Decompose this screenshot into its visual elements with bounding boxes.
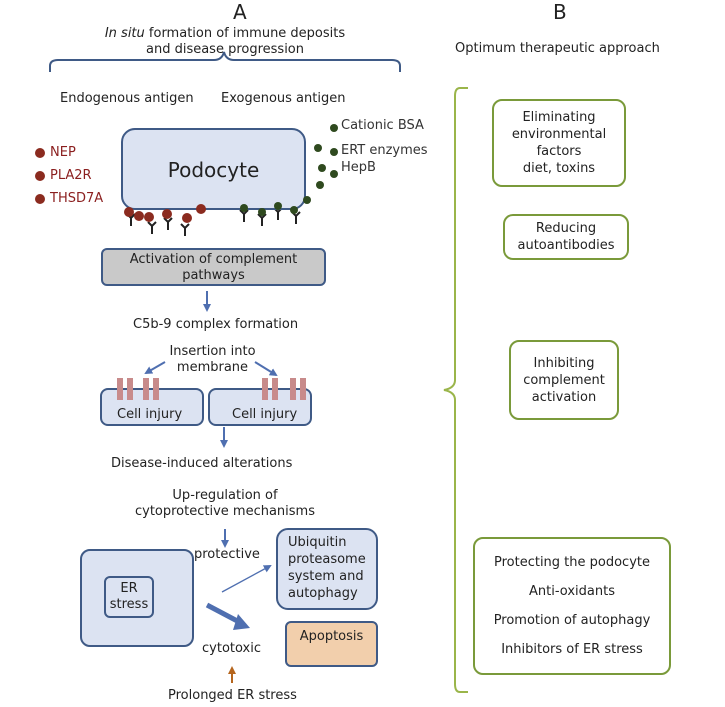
antigen-hepb: HepB (341, 160, 376, 175)
deposit-dot (162, 209, 172, 219)
insertion-line1: Insertion into (169, 344, 256, 359)
antigen-dot (290, 206, 298, 214)
protective-label: protective (194, 547, 260, 562)
membrane-pore (290, 378, 296, 400)
antigen-dot (330, 124, 338, 132)
antigen-cationic-bsa: Cationic BSA (341, 118, 424, 133)
deposit-dot (196, 204, 206, 214)
antigen-thsd7a: THSD7A (50, 191, 104, 206)
antigen-dot (330, 148, 338, 156)
ubiquitin-line2: proteasome (288, 552, 366, 567)
cell-injury-right-label: Cell injury (232, 407, 298, 422)
therapy-line: activation (531, 389, 597, 405)
upregulation-label: Up-regulation of cytoprotective mechanis… (100, 488, 350, 520)
therapy-line: diet, toxins (522, 161, 596, 176)
antigen-dot (303, 196, 311, 204)
panel-b-bracket (443, 87, 468, 693)
antigen-dot (316, 181, 324, 189)
deposit-dot (182, 213, 192, 223)
therapy-line: Inhibitors of ER stress (501, 642, 643, 657)
antigen-nep: NEP (50, 145, 76, 160)
podocyte-box (121, 128, 306, 210)
cytotoxic-label: cytotoxic (202, 641, 261, 656)
podocyte-label: Podocyte (167, 158, 260, 182)
membrane-pore (153, 378, 159, 400)
cell-injury-left-label: Cell injury (117, 407, 183, 422)
membrane-pore (272, 378, 278, 400)
deposit-dot (134, 211, 144, 221)
ubiquitin-line3: system and (288, 569, 364, 584)
antigen-dot (274, 202, 282, 210)
antigen-dot (35, 171, 45, 181)
therapy-protecting-podocyte: Protecting the podocyte Anti-oxidants Pr… (473, 537, 671, 675)
therapy-eliminating-factors: Eliminating environmental factors diet, … (492, 99, 626, 187)
antigen-ert-enzymes: ERT enzymes (341, 143, 428, 158)
upreg-line1: Up-regulation of (172, 488, 278, 503)
membrane-pore (300, 378, 306, 400)
c5b9-label: C5b-9 complex formation (133, 317, 299, 332)
panel-b-label: B (553, 0, 567, 24)
panel-a-label: A (233, 0, 247, 24)
antigen-dot (330, 170, 338, 178)
apoptosis-box: Apoptosis (285, 621, 378, 667)
prolonged-er-stress-label: Prolonged ER stress (168, 688, 297, 703)
disease-alterations-label: Disease-induced alterations (111, 456, 293, 471)
therapy-line: Inhibiting (533, 355, 595, 371)
exogenous-label: Exogenous antigen (221, 91, 346, 106)
membrane-pore (143, 378, 149, 400)
antigen-dot (35, 194, 45, 204)
panel-b-subtitle: Optimum therapeutic approach (455, 41, 660, 56)
complement-line1: Activation of complement (129, 252, 298, 267)
therapy-line: Promotion of autophagy (493, 613, 651, 628)
panel-a-subtitle: In situ formation of immune deposits and… (60, 26, 390, 58)
antigen-dot (240, 204, 248, 212)
antigen-dot (35, 148, 45, 158)
therapy-line: complement (523, 372, 605, 388)
antigen-dot (314, 144, 322, 152)
ubiquitin-line4: autophagy (288, 586, 358, 601)
membrane-pore (127, 378, 133, 400)
ubiquitin-line1: Ubiquitin (288, 535, 347, 550)
subtitle-line2: and disease progression (145, 42, 305, 57)
therapy-line: autoantibodies (517, 238, 615, 253)
er-stress-box: ER stress (104, 576, 154, 618)
deposit-dot (124, 207, 134, 217)
complement-activation-box: Activation of complement pathways (101, 248, 326, 286)
subtitle-line1-rest: formation of immune deposits (144, 26, 346, 41)
therapy-inhibiting-complement: Inhibiting complement activation (509, 340, 619, 420)
therapy-line: factors (536, 144, 582, 159)
upreg-line2: cytoprotective mechanisms (134, 504, 315, 519)
therapy-line: Anti-oxidants (529, 584, 615, 599)
in-situ-italic: In situ (104, 26, 145, 41)
therapy-line: Eliminating (522, 110, 596, 125)
apoptosis-label: Apoptosis (299, 629, 364, 644)
ubiquitin-autophagy-box: Ubiquitin proteasome system and autophag… (276, 528, 378, 610)
antigen-pla2r: PLA2R (50, 168, 92, 183)
panel-a-brace (49, 51, 401, 72)
membrane-pore (117, 378, 123, 400)
complement-line2: pathways (182, 268, 245, 283)
membrane-pore (262, 378, 268, 400)
endogenous-label: Endogenous antigen (60, 91, 194, 106)
antigen-dot (318, 164, 326, 172)
er-line1: ER (120, 581, 138, 596)
insertion-label: Insertion into membrane (140, 344, 285, 376)
insertion-line2: membrane (176, 360, 249, 375)
therapy-line: environmental (511, 127, 607, 142)
deposit-dot (144, 212, 154, 222)
er-line2: stress (109, 597, 149, 612)
therapy-line: Reducing (535, 221, 597, 236)
antigen-dot (258, 208, 266, 216)
therapy-reducing-autoantibodies: Reducing autoantibodies (503, 214, 629, 260)
therapy-line: Protecting the podocyte (493, 555, 650, 570)
cell-injury-box-left (100, 388, 204, 426)
